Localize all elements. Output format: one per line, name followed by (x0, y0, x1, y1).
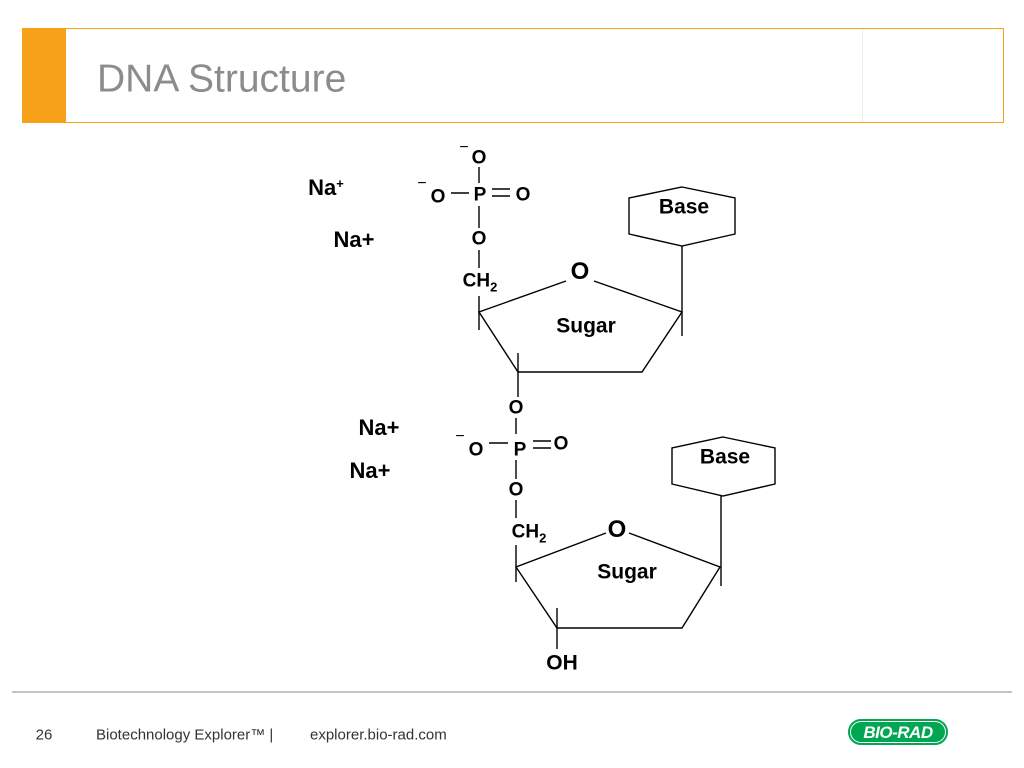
base-label-2: Base (699, 445, 751, 469)
ch2-label: CH (462, 270, 491, 292)
footer-brand: Biotechnology Explorer™ | (96, 726, 274, 744)
atom-o-double-1: O (515, 184, 531, 206)
charge-o-left-1: − (417, 175, 427, 192)
atom-o-left-2: O (468, 439, 484, 461)
sugar-ring-2 (514, 532, 722, 629)
sodium-charge: + (336, 176, 344, 191)
bio-rad-logo: BIO-RAD (848, 719, 948, 745)
sodium-ion-3: Na+ (358, 415, 400, 440)
sugar-label-1: Sugar (556, 314, 616, 338)
group-ch2-1: CH2 (462, 270, 498, 294)
atom-o-left-1: O (430, 186, 446, 208)
ch2-subscript: 2 (539, 530, 547, 546)
sodium-ion-1: Na+ (308, 177, 344, 199)
atom-o-top-1: O (471, 147, 487, 169)
ring-oxygen-2: O (607, 516, 627, 543)
header-accent-bar (22, 28, 66, 123)
base-label-1: Base (658, 195, 710, 219)
header-divider (862, 29, 863, 122)
atom-o-bridge-2: O (508, 479, 524, 501)
footer-url: explorer.bio-rad.com (310, 726, 447, 744)
logo-text: BIO-RAD (863, 722, 933, 742)
base-hexagon-2 (671, 436, 776, 497)
atom-phosphorus-2: P (513, 439, 527, 461)
ch2-subscript: 2 (490, 279, 498, 295)
terminal-hydroxyl: OH (546, 651, 578, 675)
ch2-label: CH (511, 521, 540, 543)
slide-title: DNA Structure (97, 57, 347, 101)
atom-o-linking-2: O (508, 397, 524, 419)
sodium-label: Na (308, 175, 337, 200)
atom-o-double-2: O (553, 433, 569, 455)
group-ch2-2: CH2 (511, 521, 547, 545)
charge-o-top-1: − (459, 139, 469, 156)
page-number: 26 (35, 726, 53, 744)
sodium-ion-4: Na+ (349, 458, 391, 483)
sugar-ring-1 (477, 280, 684, 373)
sugar-label-2: Sugar (597, 560, 657, 584)
atom-o-bridge-1: O (471, 228, 487, 250)
charge-o-left-2: − (455, 428, 465, 445)
ring-oxygen-1: O (570, 258, 590, 285)
footer-divider (12, 691, 1012, 693)
sodium-ion-2: Na+ (333, 227, 375, 252)
atom-phosphorus-1: P (473, 184, 487, 206)
